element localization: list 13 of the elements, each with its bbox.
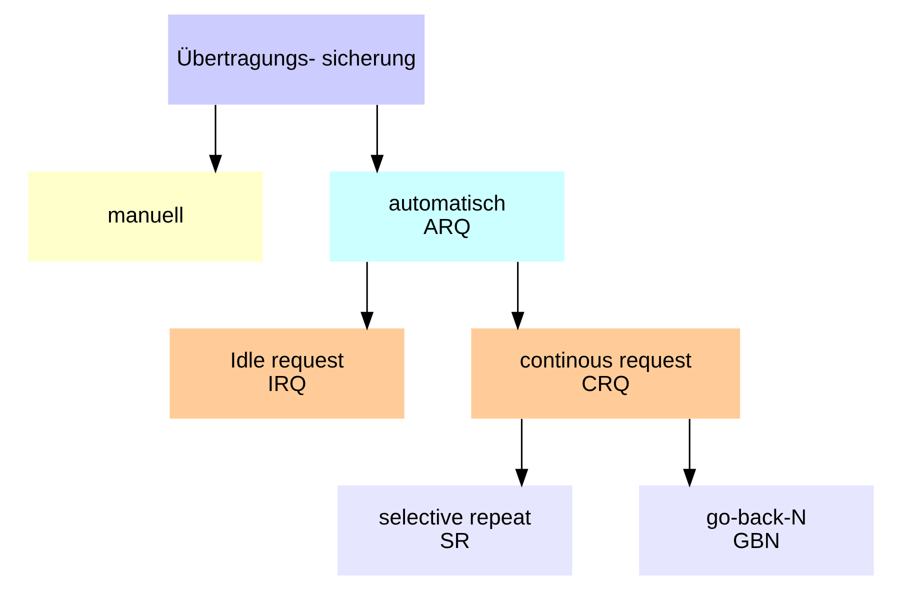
node-box: Übertragungs- sicherung — [168, 14, 425, 105]
node-box: Idle request IRQ — [170, 328, 404, 419]
arrow — [511, 262, 524, 331]
arrow — [370, 104, 384, 174]
node-box: automatisch ARQ — [330, 171, 564, 262]
arrow — [360, 262, 374, 331]
node-box: continous request CRQ — [471, 328, 740, 419]
arrow — [208, 104, 222, 174]
node-box: go-back-N GBN — [639, 485, 874, 576]
arrow — [683, 418, 696, 488]
node-box: selective repeat SR — [338, 485, 572, 576]
arrow — [515, 418, 528, 488]
node-box: manuell — [28, 171, 263, 262]
